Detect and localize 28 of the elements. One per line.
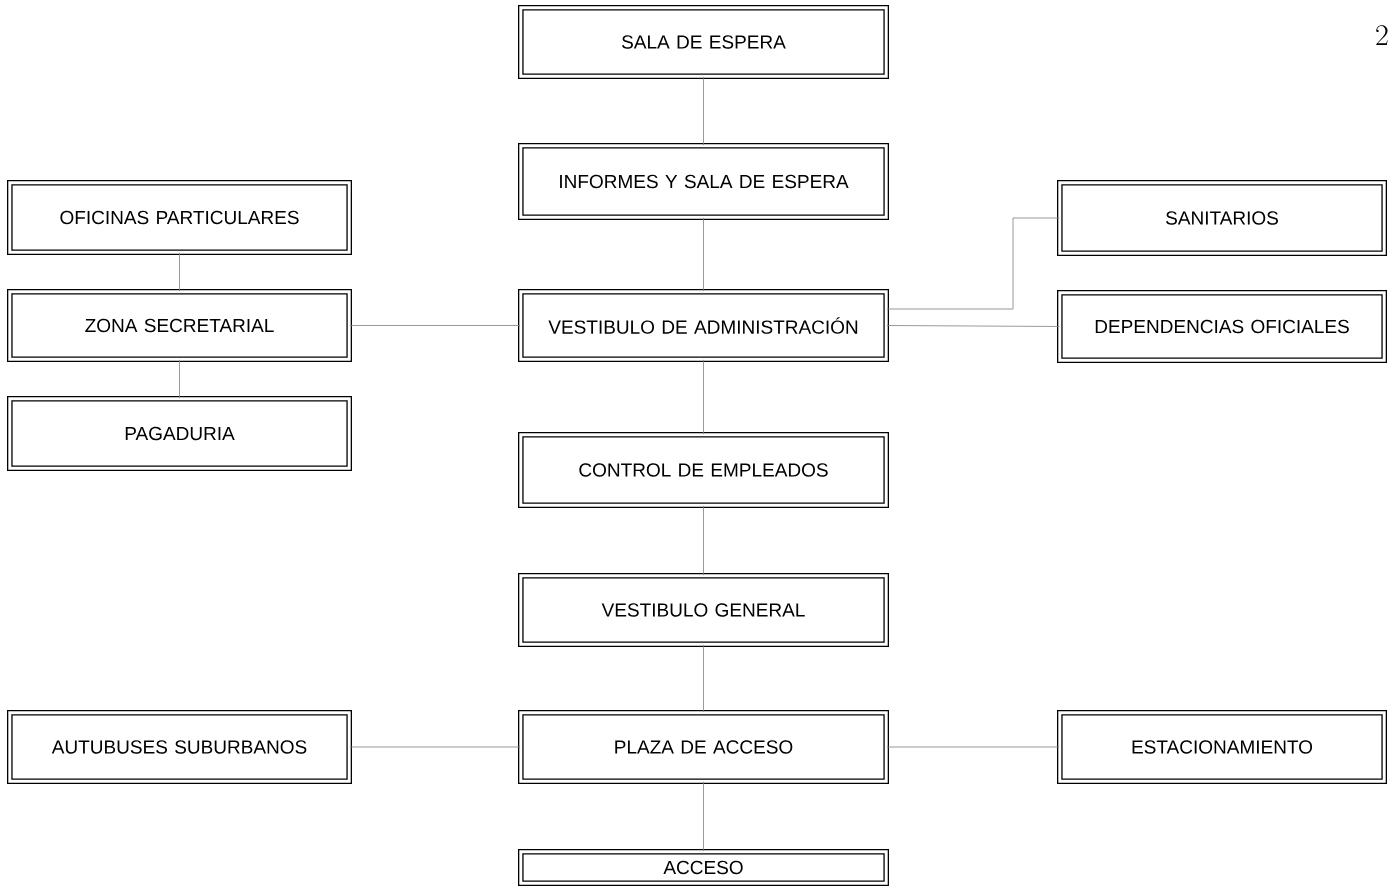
- room-box: VESTIBULO GENERAL: [518, 573, 889, 647]
- room-box: ACCESO: [518, 849, 889, 886]
- connector-line: [703, 644, 704, 713]
- page-number: 2: [1376, 25, 1388, 46]
- connector-line: [703, 217, 704, 292]
- connector-line: [703, 781, 704, 852]
- room-box: PLAZA DE ACCESO: [518, 710, 889, 784]
- room-box: PAGADURIA: [7, 396, 352, 471]
- connector-line: [349, 325, 521, 326]
- connector-line: [886, 746, 1060, 748]
- room-box: ZONA SECRETARIAL: [7, 289, 352, 362]
- room-box: SALA DE ESPERA: [518, 5, 889, 79]
- room-box: DEPENDENCIAS OFICIALES: [1057, 290, 1387, 363]
- connector-line: [703, 505, 704, 576]
- room-box: SANITARIOS: [1057, 180, 1387, 256]
- room-box: INFORMES Y SALA DE ESPERA: [518, 143, 889, 220]
- room-box: OFICINAS PARTICULARES: [7, 180, 352, 255]
- connector-line: [703, 359, 704, 435]
- connector-line: [886, 325, 1060, 327]
- connector-line: [886, 217, 1060, 310]
- connector-line: [179, 359, 180, 399]
- room-box: VESTIBULO DE ADMINISTRACIÓN: [518, 289, 889, 362]
- room-box: CONTROL DE EMPLEADOS: [518, 432, 889, 508]
- connector-line: [179, 252, 180, 292]
- connector-line: [349, 746, 521, 748]
- room-box: AUTUBUSES SUBURBANOS: [7, 710, 352, 784]
- connector-line: [703, 76, 704, 146]
- room-box: ESTACIONAMIENTO: [1057, 710, 1387, 784]
